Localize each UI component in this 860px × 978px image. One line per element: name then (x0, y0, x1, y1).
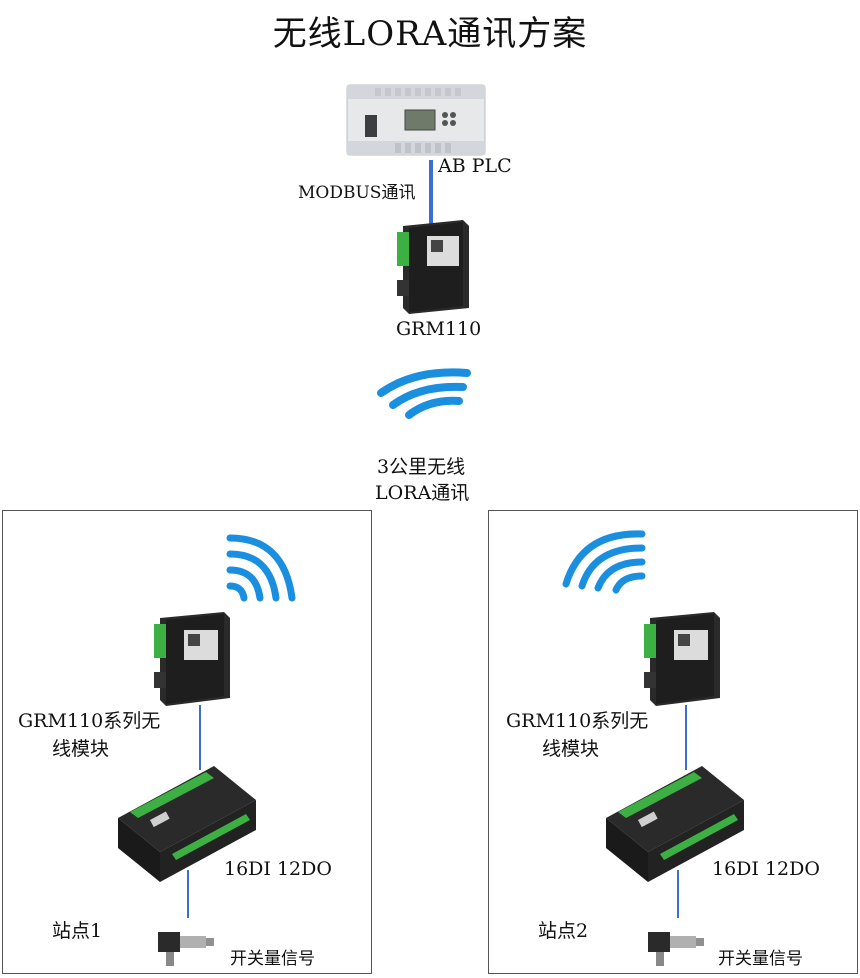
station-1-box (2, 510, 372, 974)
station-2-grm110-module (644, 612, 720, 706)
station-2-sensor-line (677, 870, 679, 918)
diagram-title: 无线LORA通讯方案 (272, 14, 588, 54)
grm110-gateway-device (397, 220, 469, 314)
station-2-io-label: 16DI 12DO (712, 858, 820, 880)
station-2-box (488, 510, 858, 974)
gateway-label: GRM110 (396, 318, 482, 340)
station-1-wifi-icon (226, 534, 296, 602)
station-1-io-module (118, 766, 256, 882)
station-1-module-label-line1: GRM110系列无 (18, 710, 161, 732)
wireless-line2: LORA通讯 (375, 482, 470, 504)
station-2-link-line (685, 705, 687, 770)
wireless-signal-icon (377, 368, 471, 419)
station-2-sensor-label: 开关量信号 (718, 949, 803, 969)
wireless-line1: 3公里无线 (377, 456, 466, 478)
station-2-wifi-icon (562, 530, 646, 594)
station-2-pressure-sensor (648, 932, 704, 966)
station-1-module-label-line2: 线模块 (52, 738, 110, 760)
modbus-link-line (429, 160, 433, 224)
station-1-name: 站点1 (52, 920, 103, 942)
modbus-link-label: MODBUS通讯 (298, 183, 416, 203)
ab-plc-device (346, 84, 486, 156)
station-1-io-label: 16DI 12DO (224, 858, 332, 880)
station-2-io-module (606, 766, 744, 882)
station-1-sensor-line (187, 870, 189, 918)
plc-label: AB PLC (438, 155, 512, 177)
station-1-pressure-sensor (158, 932, 214, 966)
station-2-module-label-line1: GRM110系列无 (506, 710, 649, 732)
station-1-sensor-label: 开关量信号 (230, 949, 315, 969)
station-1-grm110-module (154, 612, 230, 706)
station-2-module-label-line2: 线模块 (542, 738, 600, 760)
station-1-link-line (199, 705, 201, 770)
station-2-name: 站点2 (538, 920, 589, 942)
